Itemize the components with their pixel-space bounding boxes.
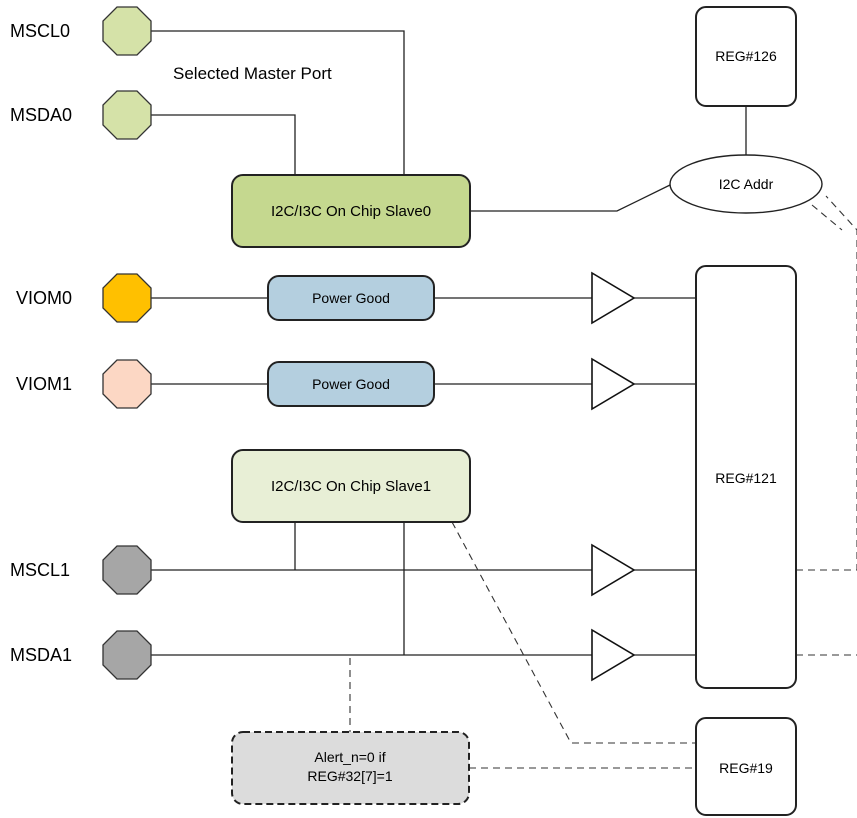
dash-i2c-addr-to-right: [811, 204, 843, 231]
pin-label-viom0: VIOM0: [16, 288, 72, 308]
pin-viom1-octagon: [102, 359, 152, 409]
slave0-block: [231, 174, 471, 248]
pin-label-mscl0: MSCL0: [10, 21, 70, 41]
buffer-msda1: [591, 628, 636, 682]
selected-master-port-label: Selected Master Port: [173, 64, 332, 83]
pin-label-msda1: MSDA1: [10, 645, 72, 665]
alert-block: [231, 731, 470, 805]
pin-msda1-octagon: [102, 630, 152, 680]
slave1-label: I2C/I3C On Chip Slave1: [271, 478, 431, 495]
buffer-viom0: [591, 271, 636, 325]
pin-label-msda0: MSDA0: [10, 105, 72, 125]
wire-msda0: [151, 114, 296, 175]
reg121-label: REG#121: [715, 470, 777, 486]
buffer-viom1: [591, 357, 636, 411]
power-good-block-0: [267, 275, 435, 321]
pin-mscl1-octagon: [102, 545, 152, 595]
pin-viom0-octagon: [102, 273, 152, 323]
dashed-wires: [349, 195, 857, 769]
slave0-label: I2C/I3C On Chip Slave0: [271, 203, 431, 220]
blocks: I2C/I3C On Chip Slave0 Power Good Power …: [231, 6, 823, 816]
wire-mscl0: [151, 30, 405, 175]
reg126-block: [695, 6, 797, 107]
alert-label-line1: Alert_n=0 if: [314, 749, 385, 765]
reg19-label: REG#19: [719, 760, 773, 776]
i2c-addr-label: I2C Addr: [719, 176, 774, 192]
slave1-block: [231, 449, 471, 523]
dash-slave1-to-reg19: [451, 521, 696, 744]
power-good-label-1: Power Good: [312, 376, 390, 392]
reg19-block: [695, 717, 797, 816]
wire-slave0-to-i2c-addr: [471, 184, 671, 212]
alert-label-line2: REG#32[7]=1: [307, 768, 392, 784]
power-good-block-1: [267, 361, 435, 407]
pin-msda0-octagon: [102, 90, 152, 140]
pin-label-viom1: VIOM1: [16, 374, 72, 394]
pin-label-mscl1: MSCL1: [10, 560, 70, 580]
reg121-block: [695, 265, 797, 689]
dash-mscl1-to-i2c-addr: [796, 195, 857, 571]
i2c-addr-ellipse: [669, 154, 823, 214]
buffer-mscl1: [591, 543, 636, 597]
pins: MSCL0 MSDA0 VIOM0 VIOM1 MSCL1 MSDA1: [10, 6, 152, 680]
reg126-label: REG#126: [715, 48, 777, 64]
buffers: [591, 271, 636, 682]
pin-mscl0-octagon: [102, 6, 152, 56]
solid-wires: [151, 30, 747, 656]
power-good-label-0: Power Good: [312, 290, 390, 306]
